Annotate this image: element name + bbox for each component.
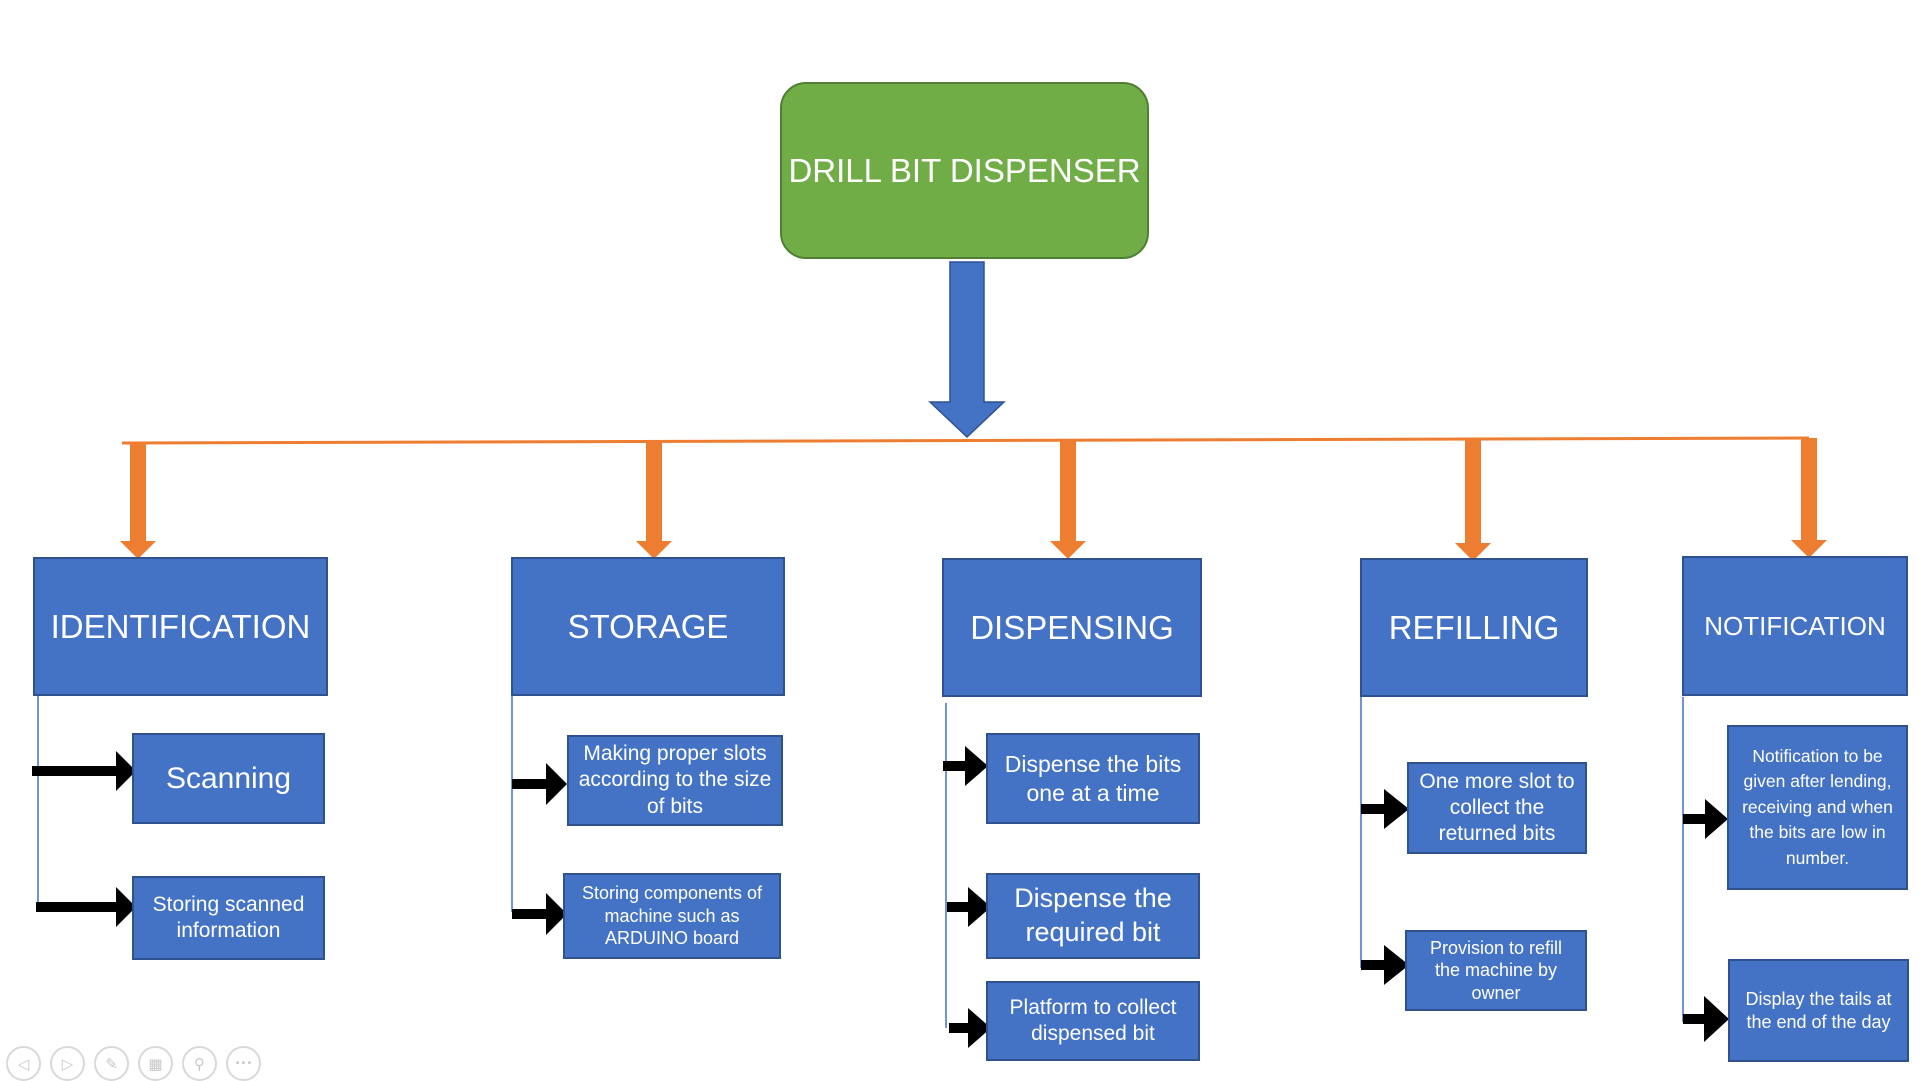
item-label: Dispense the bits one at a time xyxy=(1004,750,1182,806)
slideshow-controls: ◁ ▷ ✎ ▦ ⚲ ••• xyxy=(6,1046,261,1081)
item-storing-scanned-information: Storing scanned information xyxy=(132,876,325,960)
item-platform-collect: Platform to collect dispensed bit xyxy=(986,981,1200,1061)
pointer-arrow xyxy=(36,887,136,927)
item-scanning: Scanning xyxy=(132,733,325,824)
item-label: Notification to be given after lending, … xyxy=(1742,746,1893,868)
pointer-arrow xyxy=(949,1008,991,1048)
pointer-arrow xyxy=(1683,799,1728,839)
category-notification: NOTIFICATION xyxy=(1682,556,1908,696)
next-slide-icon[interactable]: ▷ xyxy=(50,1046,85,1081)
orange-arrow-refilling xyxy=(1455,439,1491,561)
category-label: REFILLING xyxy=(1388,608,1560,646)
pointer-arrow xyxy=(1361,789,1409,829)
pointer-arrow xyxy=(1683,996,1729,1042)
item-dispense-required-bit: Dispense the required bit xyxy=(986,873,1200,959)
item-one-more-slot: One more slot to collect the returned bi… xyxy=(1407,762,1587,854)
item-label: Storing components of machine such as AR… xyxy=(581,883,763,949)
item-dispense-one-at-a-time: Dispense the bits one at a time xyxy=(986,733,1200,824)
orange-arrow-dispensing xyxy=(1050,440,1086,559)
item-label: Making proper slots according to the siz… xyxy=(578,742,772,818)
category-label: STORAGE xyxy=(567,607,729,645)
category-label: IDENTIFICATION xyxy=(50,607,311,645)
item-label: One more slot to collect the returned bi… xyxy=(1419,769,1575,846)
item-label: Scanning xyxy=(165,761,292,795)
root-node: DRILL BIT DISPENSER xyxy=(780,82,1149,259)
item-label: Storing scanned information xyxy=(152,892,305,942)
category-refilling: REFILLING xyxy=(1360,558,1588,697)
item-label: Platform to collect dispensed bit xyxy=(1009,995,1177,1045)
category-label: NOTIFICATION xyxy=(1704,610,1886,641)
category-label: DISPENSING xyxy=(970,608,1174,646)
pointer-arrow xyxy=(512,763,567,805)
item-label: Provision to refill the machine by owner xyxy=(1429,937,1563,1003)
pointer-arrow xyxy=(512,893,567,935)
item-label: Dispense the required bit xyxy=(1014,883,1172,947)
category-storage: STORAGE xyxy=(511,557,785,696)
more-options-icon[interactable]: ••• xyxy=(226,1046,261,1081)
category-identification: IDENTIFICATION xyxy=(33,557,328,696)
orange-arrow-identification xyxy=(120,443,156,559)
item-label: Display the tails at the end of the day xyxy=(1745,989,1892,1032)
orange-bus-line xyxy=(121,436,1810,445)
previous-slide-icon[interactable]: ◁ xyxy=(6,1046,41,1081)
pointer-arrow xyxy=(32,751,136,791)
category-dispensing: DISPENSING xyxy=(942,558,1202,697)
pointer-arrow xyxy=(1361,945,1409,985)
orange-arrow-storage xyxy=(636,442,672,559)
item-display-tails: Display the tails at the end of the day xyxy=(1728,959,1909,1062)
item-notification-lending: Notification to be given after lending, … xyxy=(1727,725,1908,890)
item-storing-components: Storing components of machine such as AR… xyxy=(563,873,781,959)
zoom-icon[interactable]: ⚲ xyxy=(182,1046,217,1081)
pen-icon[interactable]: ✎ xyxy=(94,1046,129,1081)
orange-arrow-notification xyxy=(1791,438,1827,558)
item-provision-refill: Provision to refill the machine by owner xyxy=(1405,930,1587,1011)
root-label: DRILL BIT DISPENSER xyxy=(788,151,1141,189)
main-down-arrow xyxy=(928,261,1006,439)
item-making-proper-slots: Making proper slots according to the siz… xyxy=(567,735,783,826)
pointer-arrow xyxy=(943,746,988,786)
pointer-arrow xyxy=(947,887,991,927)
slides-grid-icon[interactable]: ▦ xyxy=(138,1046,173,1081)
